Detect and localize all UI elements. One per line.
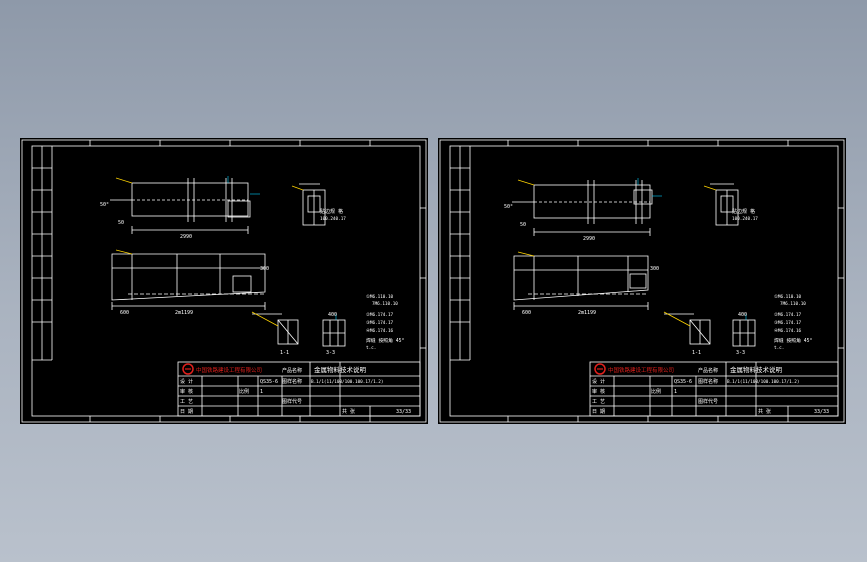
note-1: ①M6.110.10 [774, 294, 802, 300]
row-label-review: 审 核 [592, 388, 605, 395]
scale-label: 比例 [239, 388, 249, 395]
drawing-left-svg: 中国铁路建设工程有限公司 金属物料技术说明 产品名称 图样名称 B.1/1(11… [21, 139, 427, 423]
note-6: 焊缝 按照角 45° [366, 337, 405, 344]
dim-300: 300 [650, 266, 659, 272]
scale-label: 比例 [651, 388, 661, 395]
note-3: ②M6.174.17 [774, 312, 802, 318]
note-4: ③M6.174.17 [774, 320, 802, 326]
inner-border [449, 145, 839, 417]
drawing-sheet-right[interactable]: 中国铁路建设工程有限公司 金属物料技术说明 产品名称 图样名称 B.1/1(11… [438, 138, 846, 424]
note-5: ④M6.174.16 [774, 328, 802, 334]
title-block [589, 361, 839, 417]
section-label-3-3: 3-3 [736, 350, 745, 356]
doc-number: QS35-6 [260, 379, 278, 385]
angle-label: 50° [504, 204, 513, 210]
beam-top-view [533, 184, 651, 219]
small-code: 100.240.17 [320, 216, 346, 222]
company-name: 中国铁路建设工程有限公司 [608, 366, 674, 374]
drawing-right-svg: 中国铁路建设工程有限公司 金属物料技术说明 产品名称 图样名称 B.1/1(11… [439, 139, 845, 423]
dim-600: 600 [120, 310, 129, 316]
note-3: ②M6.174.17 [366, 312, 394, 318]
quantity: 1 [260, 389, 263, 395]
note-7: t.c. [366, 345, 376, 351]
note-5: ④M6.174.16 [366, 328, 394, 334]
outer-border [439, 139, 845, 423]
dim-top-length: 2990 [583, 236, 595, 242]
company-logo-icon [594, 363, 606, 375]
row-label-process: 工 艺 [180, 399, 193, 405]
product-name: 金属物料技术说明 [730, 365, 783, 374]
doc-number: QS35-6 [674, 379, 692, 385]
part-label: 图样名称 [698, 378, 718, 385]
company-name: 中国铁路建设工程有限公司 [196, 366, 262, 374]
quantity: 1 [674, 389, 677, 395]
row-label-design: 设 计 [592, 378, 605, 385]
dim-300: 300 [260, 266, 269, 272]
sheet-label: 共 张 [758, 408, 771, 415]
row-label-date: 日 期 [592, 409, 605, 415]
note-2: 7M6.110.10 [780, 301, 806, 307]
drawing-no-label: 图样代号 [282, 398, 302, 405]
dim-50: 50 [520, 222, 526, 228]
row-label-design: 设 计 [180, 378, 193, 385]
small-label: 贴边规 格 [732, 208, 755, 215]
product-label: 产品名称 [698, 367, 718, 374]
dim-600: 600 [522, 310, 531, 316]
product-name: 金属物料技术说明 [314, 365, 367, 374]
tapered-beam-view [513, 255, 649, 301]
dim-mid-length: 2m1199 [578, 310, 596, 316]
note-1: ①M6.110.10 [366, 294, 394, 300]
dim-mid-length: 2m1199 [175, 310, 193, 316]
sheet-number: 33/33 [396, 409, 411, 415]
company-logo-icon [182, 363, 194, 375]
outer-border [21, 139, 427, 423]
drawing-sheet-left[interactable]: 中国铁路建设工程有限公司 金属物料技术说明 产品名称 图样名称 B.1/1(11… [20, 138, 428, 424]
small-label: 贴边规 格 [320, 208, 343, 215]
note-6: 焊缝 按照角 45° [774, 337, 813, 344]
section-label-1-1: 1-1 [692, 350, 701, 356]
drawing-no-label: 图样代号 [698, 398, 718, 405]
tapered-beam-view [111, 253, 266, 301]
row-label-review: 审 核 [180, 388, 193, 395]
sheet-number: 33/33 [814, 409, 829, 415]
angle-label: 50° [100, 202, 109, 208]
product-label: 产品名称 [282, 367, 302, 374]
dim-top-length: 2990 [180, 234, 192, 240]
row-label-process: 工 艺 [592, 399, 605, 405]
note-4: ③M6.174.17 [366, 320, 394, 326]
dim-50: 50 [118, 220, 124, 226]
small-code: 100.240.17 [732, 216, 758, 222]
title-block [177, 361, 421, 417]
section-label-3-3: 3-3 [326, 350, 335, 356]
part-label: 图样名称 [282, 378, 302, 385]
section-label-1-1: 1-1 [280, 350, 289, 356]
note-2: 7M6.110.10 [372, 301, 398, 307]
beam-top-view [131, 182, 249, 217]
part-code: B.1/1(11/100/100.100.17/1.2) [311, 379, 383, 385]
note-7: t.c. [774, 345, 784, 351]
dim-400: 400 [738, 312, 747, 318]
part-code: B.1/1(11/100/100.100.17/1.2) [727, 379, 799, 385]
sheet-label: 共 张 [342, 408, 355, 415]
dim-400: 400 [328, 312, 337, 318]
row-label-date: 日 期 [180, 409, 193, 415]
